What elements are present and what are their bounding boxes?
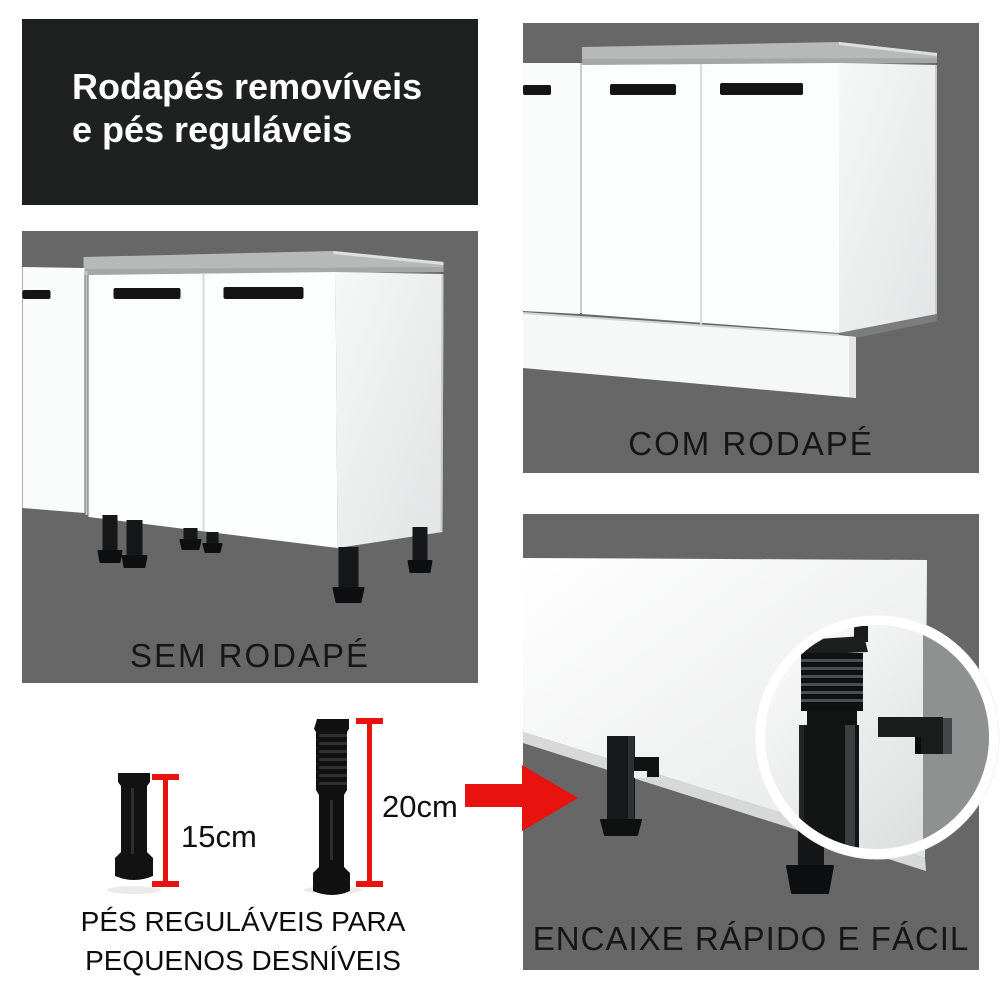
door-handle [720,83,803,95]
title-line-1: Rodapés removíveis [72,66,423,107]
cabinet-leg [202,532,223,553]
cabinet-leg [332,547,365,603]
door-handle [610,84,676,95]
feet-caption-line-1: PÉS REGULÁVEIS PARA [80,906,406,937]
foot-threads [319,734,347,785]
door-handles [523,83,803,95]
leg-clip [634,757,659,778]
title-box: Rodapés removíveis e pés reguláveis [22,19,478,205]
cabinet-leg [97,515,123,563]
caption-com-rodape: COM RODAPÉ [628,425,874,462]
caption-sem-rodape: SEM RODAPÉ [129,637,371,674]
under-cabinet-shadow [839,314,937,338]
panel-sem-rodape: SEM RODAPÉ [22,231,478,683]
leg-attachment-illustration [523,558,1000,894]
cabinet-leg [121,520,148,568]
tall-foot-height-label: 20cm [382,789,458,824]
magnifier-circle-icon [754,614,1000,860]
caption-encaixe: ENCAIXE RÁPIDO E FÁCIL [532,920,970,957]
cabinet-without-plinth-illustration [22,251,444,603]
magnified-leg-clip [878,717,952,754]
cabinet-doors [22,267,444,548]
feet-caption: PÉS REGULÁVEIS PARA PEQUENOS DESNÍVEIS [63,902,423,980]
cabinet-doors [523,63,937,333]
feet-caption-line-2: PEQUENOS DESNÍVEIS [85,945,401,976]
adjustable-feet-illustration [107,718,383,895]
cabinet-side [839,63,937,333]
countertop [83,251,444,275]
door-handle [22,290,51,299]
panel-encaixe: ENCAIXE RÁPIDO E FÁCIL [523,514,1000,970]
cabinet-leg [600,736,659,836]
panel-com-rodape: COM RODAPÉ [523,23,979,473]
cabinet-legs [97,515,433,603]
door-handles [22,287,304,299]
measure-line-icon [152,774,179,887]
cabinet-side [335,272,444,548]
cabinet-with-plinth-illustration [523,42,937,398]
cabinet-plinth [523,312,856,398]
measure-line-icon [356,718,383,887]
magnified-leg [799,626,868,849]
cabinet-leg [407,527,433,573]
short-foot-height-label: 15cm [181,819,257,854]
feet-section [90,690,390,900]
door-handle [523,85,551,95]
door-handle [113,288,181,299]
cabinet-leg [179,528,202,550]
red-arrow-icon [465,765,580,831]
countertop [582,42,937,65]
title-line-2: e pés reguláveis [72,109,353,150]
door-handle [223,287,304,299]
